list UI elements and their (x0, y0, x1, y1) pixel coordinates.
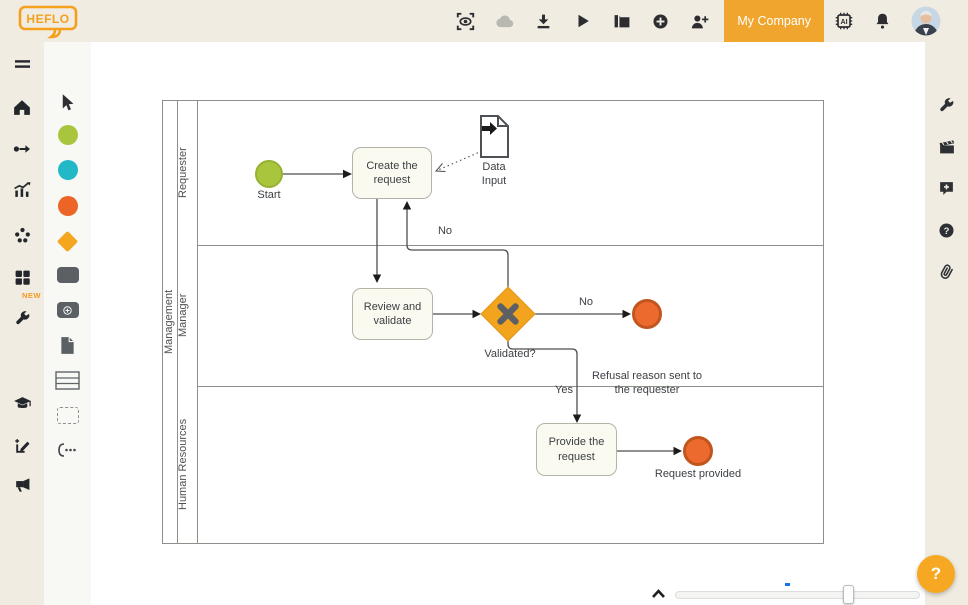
feedback-icon[interactable] (925, 171, 968, 205)
lane-label-requester[interactable]: Requester (177, 147, 189, 199)
zoom-slider-track[interactable] (675, 591, 920, 599)
lane-label-manager[interactable]: Manager (177, 293, 189, 338)
edge-label-yes: Yes (555, 384, 573, 396)
edge-label-no-refusal: No (578, 296, 594, 308)
end-provided-label: Request provided (654, 468, 742, 480)
collapse-chevron-icon[interactable] (651, 586, 666, 604)
start-event-label: Start (257, 189, 281, 201)
academy-icon[interactable] (0, 387, 44, 421)
palette-start-event[interactable] (44, 120, 91, 150)
logo-text: HEFLO (26, 12, 69, 26)
gateway-validated[interactable] (480, 286, 536, 342)
right-utility-rail: ? (925, 42, 968, 605)
new-badge: NEW (22, 291, 41, 300)
zoom-default-tick (785, 583, 790, 586)
end-event-provided[interactable] (683, 436, 713, 466)
task-review-validate[interactable]: Review and validate (352, 288, 433, 340)
attachments-paperclip-icon[interactable] (925, 255, 968, 289)
home-icon[interactable] (0, 90, 44, 124)
palette-task[interactable] (44, 260, 91, 290)
gateway-label: Validated? (484, 348, 536, 360)
pool-label[interactable]: Management (163, 289, 175, 355)
shape-palette (44, 42, 91, 605)
palette-end-event[interactable] (44, 191, 91, 221)
task-create-request[interactable]: Create the request (352, 147, 432, 199)
lane-separator (197, 245, 823, 246)
palette-group[interactable] (44, 400, 91, 430)
task-review-validate-label: Review and validate (363, 300, 422, 327)
invite-user-icon[interactable] (680, 0, 719, 42)
diagram-canvas[interactable]: Management Requester Manager Human Resou… (91, 42, 925, 605)
lane-label-human-resources[interactable]: Human Resources (177, 418, 189, 511)
tools-wrench-icon[interactable] (0, 300, 44, 334)
apps-grid-icon[interactable] (0, 260, 44, 294)
download-icon[interactable] (524, 0, 563, 42)
compose-icon[interactable] (0, 429, 44, 463)
data-input-label: Data Input (481, 161, 507, 187)
left-navigation-rail: NEW (0, 42, 44, 605)
palette-gateway[interactable] (44, 226, 91, 256)
task-provide-request[interactable]: Provide the request (536, 423, 617, 476)
portfolio-icon[interactable] (602, 0, 641, 42)
end-event-refusal[interactable] (632, 299, 662, 329)
help-fab-button[interactable]: ? (917, 555, 955, 593)
palette-pool-lane[interactable] (44, 365, 91, 395)
svg-text:?: ? (944, 226, 950, 237)
palette-annotation[interactable] (44, 435, 91, 465)
end-refusal-label: Refusal reason sent to the requester (591, 370, 703, 396)
heflo-logo[interactable]: HEFLO (18, 5, 82, 39)
process-preview-icon[interactable] (446, 0, 485, 42)
processes-icon[interactable] (0, 132, 44, 166)
run-icon[interactable] (563, 0, 602, 42)
palette-subprocess[interactable] (44, 295, 91, 325)
task-provide-request-label: Provide the request (548, 436, 605, 463)
zoom-slider-handle[interactable] (843, 585, 854, 604)
menu-icon[interactable] (0, 47, 44, 81)
palette-data-object[interactable] (44, 330, 91, 360)
notifications-icon[interactable] (863, 0, 902, 42)
start-event[interactable] (255, 160, 283, 188)
announcements-icon[interactable] (0, 468, 44, 502)
lane-header-divider (197, 101, 198, 543)
help-icon[interactable]: ? (925, 213, 968, 247)
data-input-icon[interactable] (480, 115, 509, 158)
cloud-sync-icon[interactable] (485, 0, 524, 42)
svg-text:AI: AI (840, 18, 847, 26)
top-bar: HEFLO (0, 0, 968, 42)
analytics-icon[interactable] (0, 172, 44, 206)
add-new-icon[interactable] (641, 0, 680, 42)
user-avatar[interactable] (902, 0, 968, 42)
palette-intermediate-event[interactable] (44, 155, 91, 185)
properties-wrench-icon[interactable] (925, 87, 968, 121)
lane-separator (197, 386, 823, 387)
company-button[interactable]: My Company (724, 0, 824, 42)
task-create-request-label: Create the request (366, 159, 418, 186)
select-cursor-icon[interactable] (44, 87, 91, 117)
ai-assistant-icon[interactable]: AI (824, 0, 863, 42)
presentation-clapper-icon[interactable] (925, 129, 968, 163)
integrations-icon[interactable] (0, 218, 44, 252)
pool-header-divider (177, 101, 178, 543)
edge-label-no-return: No (437, 225, 453, 237)
